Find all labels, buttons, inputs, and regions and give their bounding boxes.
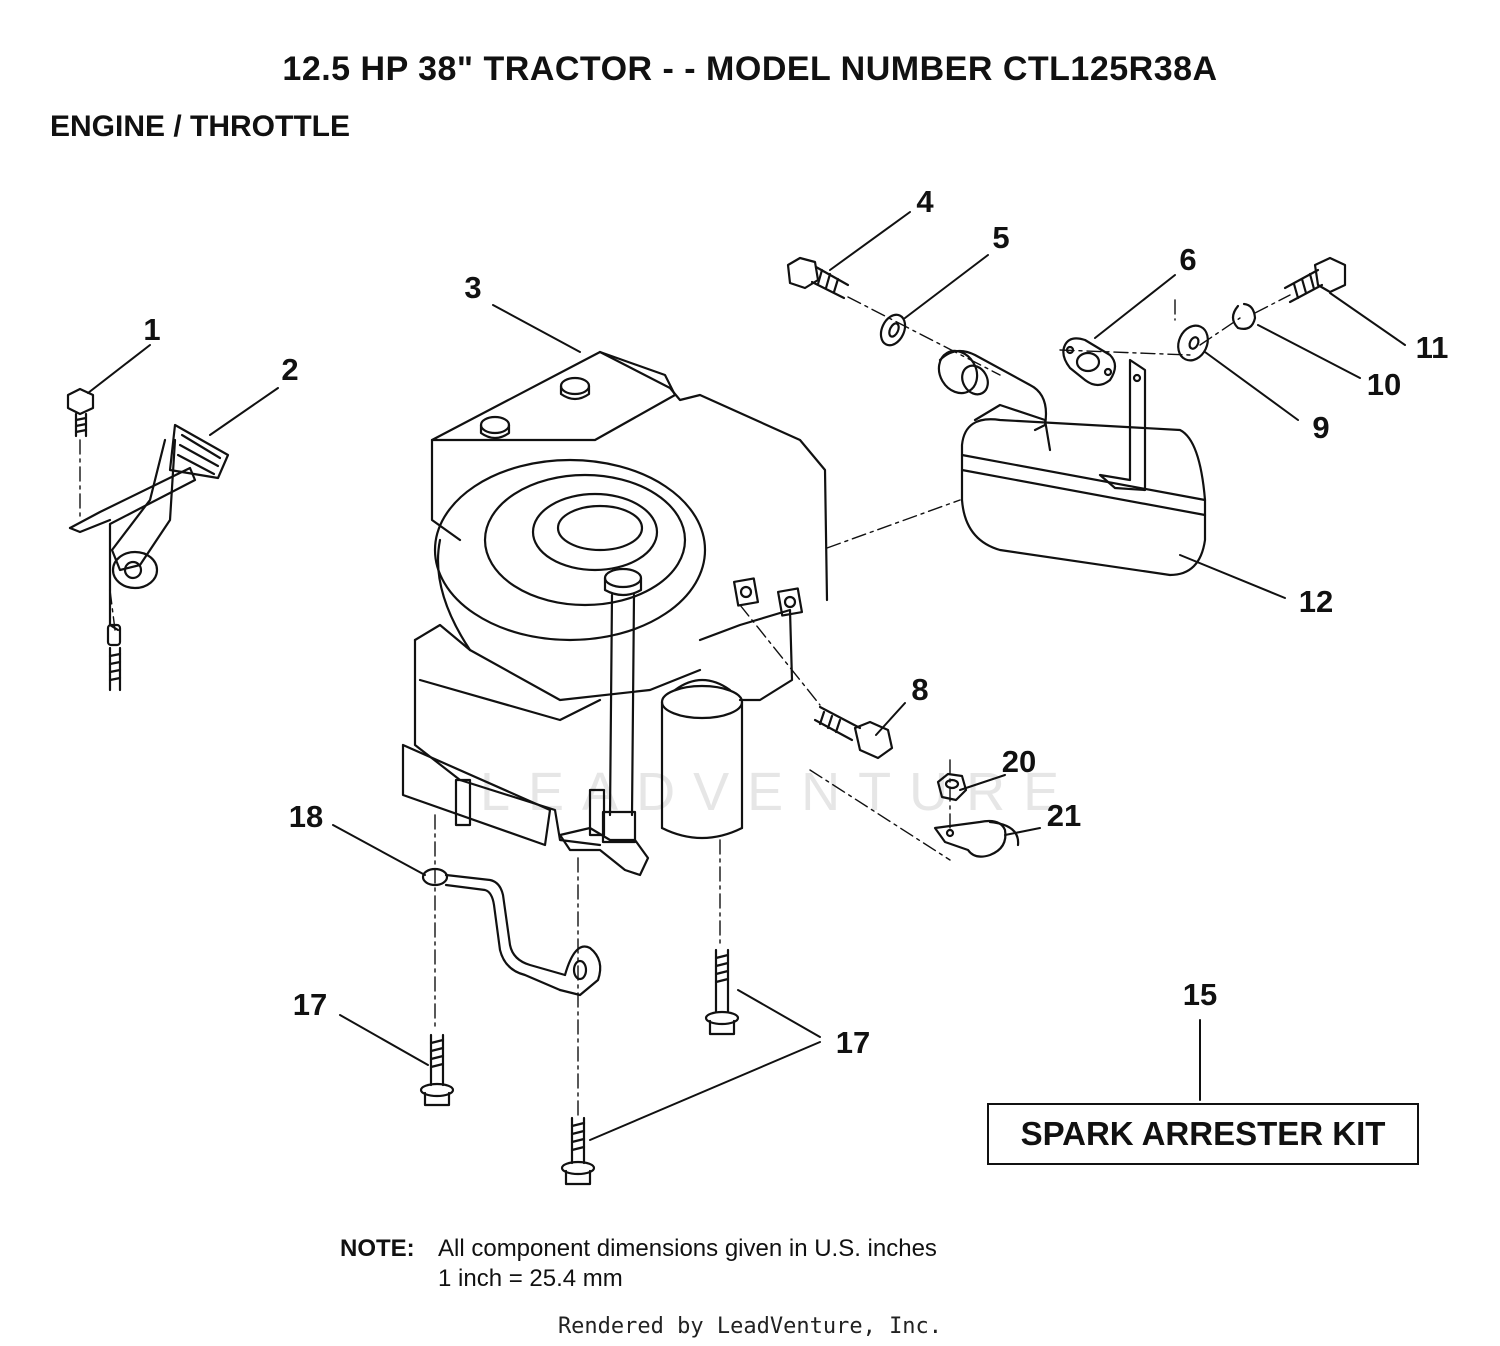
watermark-text: LEADVENTURE [480, 762, 1077, 822]
part-17-bolt-right [704, 948, 740, 1036]
part-3-engine [401, 350, 829, 877]
note-label: NOTE: [340, 1235, 415, 1262]
callout-12: 12 [1299, 584, 1333, 619]
section-title: ENGINE / THROTTLE [50, 110, 350, 143]
callout-21: 21 [1047, 798, 1081, 833]
part-2-throttle-control [68, 423, 230, 692]
part-4-bolt [786, 256, 850, 300]
callout-1: 1 [143, 312, 160, 347]
callout-6: 6 [1179, 242, 1196, 277]
part-12-muffler [937, 349, 1207, 577]
part-8-bolt [813, 705, 894, 760]
dimension-note: NOTE: All component dimensions given in U… [340, 1234, 937, 1294]
note-line-1: All component dimensions given in U.S. i… [438, 1235, 937, 1262]
callout-17-left: 17 [293, 987, 327, 1022]
leader-lines [87, 211, 1406, 1141]
part-21-clamp [933, 819, 1020, 858]
part-17-bolt-center [560, 1116, 596, 1186]
dipstick-tube [601, 567, 643, 844]
oil-filter [660, 678, 744, 840]
callout-labels: 1 2 3 4 5 6 8 9 10 11 12 15 17 17 18 20 … [143, 184, 1448, 1060]
callout-9: 9 [1312, 410, 1329, 445]
callout-17-right: 17 [836, 1025, 870, 1060]
part-18-bracket [421, 867, 602, 997]
part-10-lock-washer [1231, 302, 1257, 330]
spark-arrester-kit-box: SPARK ARRESTER KIT [987, 1103, 1419, 1165]
part-1-screw [66, 387, 95, 438]
part-17-bolt-left [419, 1033, 455, 1107]
footer-credit: Rendered by LeadVenture, Inc. [557, 1314, 943, 1339]
page-title: 12.5 HP 38" TRACTOR - - MODEL NUMBER CTL… [282, 50, 1218, 88]
part-6-gasket [1062, 337, 1117, 387]
callout-11: 11 [1416, 330, 1449, 365]
part-5-washer [879, 313, 907, 347]
part-20-nut [936, 772, 968, 802]
callout-8: 8 [911, 672, 928, 707]
callout-10: 10 [1367, 367, 1401, 402]
callout-3: 3 [464, 270, 481, 305]
callout-20: 20 [1002, 744, 1036, 779]
callout-2: 2 [281, 352, 298, 387]
callout-15: 15 [1183, 977, 1217, 1012]
callout-4: 4 [916, 184, 934, 219]
note-line-2: 1 inch = 25.4 mm [438, 1265, 623, 1292]
callout-5: 5 [992, 220, 1009, 255]
callout-18: 18 [289, 799, 323, 834]
part-11-bolt [1283, 256, 1347, 304]
part-9-washer [1177, 324, 1209, 362]
assembly-lines [79, 294, 1291, 1116]
